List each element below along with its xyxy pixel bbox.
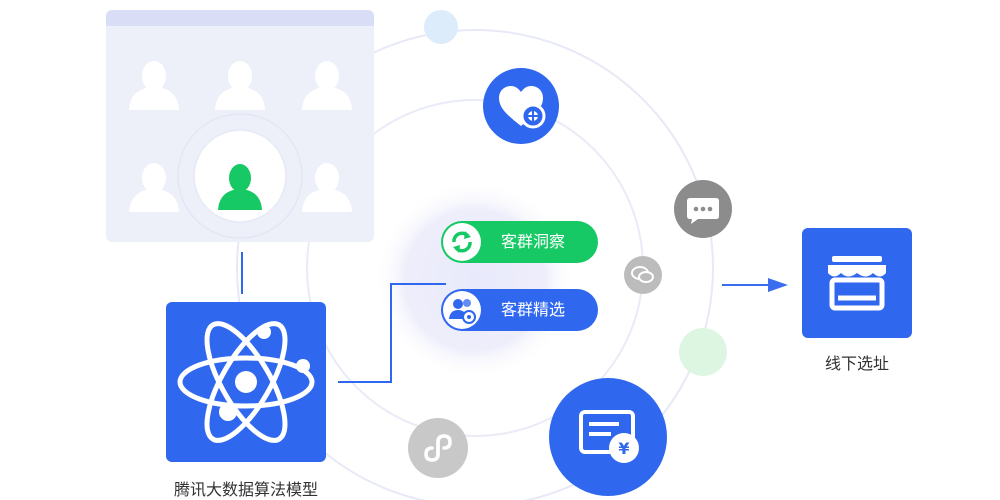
chat-icon bbox=[687, 198, 719, 224]
audience-panel bbox=[106, 10, 374, 242]
target-ring-outer bbox=[177, 113, 303, 239]
offline-store-box bbox=[802, 228, 912, 338]
center-glow bbox=[375, 180, 575, 380]
person-icon bbox=[302, 163, 352, 212]
panel-header-bar bbox=[106, 10, 374, 26]
user-group-icon-badge bbox=[443, 291, 481, 329]
model-to-pills-connector bbox=[338, 283, 446, 383]
user-group-icon bbox=[449, 299, 476, 324]
customer-select-pill[interactable]: 客群精选 bbox=[441, 289, 598, 331]
audience-grid bbox=[129, 61, 352, 239]
model-label: 腾讯大数据算法模型 bbox=[173, 480, 318, 499]
refresh-icon-badge bbox=[443, 223, 481, 261]
arrow-head bbox=[768, 278, 788, 292]
person-icon bbox=[129, 61, 179, 110]
person-icon bbox=[129, 163, 179, 212]
person-icon bbox=[302, 61, 352, 110]
wechat-icon bbox=[631, 266, 654, 283]
person-icon bbox=[215, 61, 265, 110]
chat-node bbox=[674, 180, 732, 238]
orbit-dot-blue bbox=[424, 10, 458, 44]
mini-program-node bbox=[408, 418, 468, 478]
store-label: 线下选址 bbox=[824, 354, 889, 373]
customer-select-label: 客群精选 bbox=[501, 300, 566, 319]
bill-yen-icon: ¥ bbox=[579, 410, 639, 463]
refresh-icon bbox=[452, 231, 472, 253]
wechat-node bbox=[624, 256, 662, 294]
customer-insight-pill[interactable]: 客群洞察 bbox=[441, 221, 598, 263]
bill-node: ¥ bbox=[549, 378, 667, 496]
outer-orbit bbox=[236, 29, 714, 500]
mini-program-icon bbox=[424, 434, 452, 462]
heart-plus-icon bbox=[499, 86, 546, 129]
orbit-dot-green bbox=[679, 328, 727, 376]
customer-insight-label: 客群洞察 bbox=[501, 232, 566, 251]
atom-icon bbox=[177, 321, 315, 443]
svg-text:¥: ¥ bbox=[618, 439, 629, 458]
person-icon-highlighted bbox=[218, 164, 262, 210]
heart-plus-node bbox=[483, 68, 559, 144]
algorithm-model-box bbox=[166, 302, 326, 462]
store-icon bbox=[828, 256, 886, 311]
